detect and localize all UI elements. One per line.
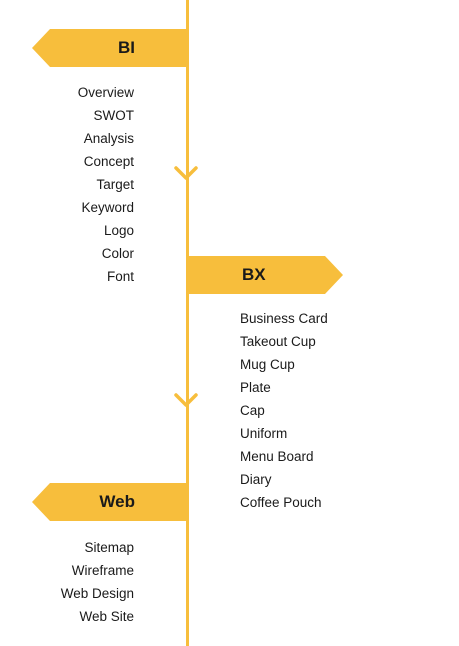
section-banner-bi[interactable]: BI bbox=[32, 29, 188, 67]
timeline-line bbox=[186, 0, 189, 646]
section-title-bi: BI bbox=[118, 38, 135, 57]
chevron-down-icon bbox=[174, 166, 198, 180]
list-item[interactable]: Menu Board bbox=[240, 449, 314, 464]
chevron-down-icon bbox=[174, 393, 198, 407]
list-item[interactable]: Analysis bbox=[83, 131, 134, 146]
list-item[interactable]: Takeout Cup bbox=[240, 334, 316, 349]
list-item[interactable]: Diary bbox=[240, 472, 272, 487]
list-item[interactable]: Target bbox=[96, 177, 134, 192]
section-list-bi: Overview SWOT Analysis Concept Target Ke… bbox=[78, 81, 134, 288]
section-banner-bx[interactable]: BX bbox=[187, 256, 343, 294]
list-item[interactable]: Font bbox=[106, 269, 134, 284]
section-list-web: Sitemap Wireframe Web Design Web Site bbox=[61, 536, 134, 628]
list-item[interactable]: Web Design bbox=[60, 586, 134, 601]
list-item[interactable]: Uniform bbox=[240, 426, 288, 441]
list-item[interactable]: Sitemap bbox=[84, 540, 134, 555]
list-item[interactable]: Overview bbox=[77, 85, 134, 100]
section-banner-web[interactable]: Web bbox=[32, 483, 188, 521]
list-item[interactable]: Coffee Pouch bbox=[240, 495, 322, 510]
list-item[interactable]: Web Site bbox=[79, 609, 134, 624]
list-item[interactable]: Plate bbox=[240, 380, 271, 395]
list-item[interactable]: Concept bbox=[83, 154, 134, 169]
section-title-web: Web bbox=[99, 492, 135, 511]
list-item[interactable]: Cap bbox=[240, 403, 265, 418]
list-item[interactable]: Color bbox=[101, 246, 134, 261]
section-list-bx: Business Card Takeout Cup Mug Cup Plate … bbox=[240, 307, 328, 514]
list-item[interactable]: Business Card bbox=[240, 311, 328, 326]
list-item[interactable]: Keyword bbox=[81, 200, 134, 215]
section-title-bx: BX bbox=[242, 265, 266, 284]
list-item[interactable]: SWOT bbox=[93, 108, 135, 123]
list-item[interactable]: Logo bbox=[103, 223, 134, 238]
list-item[interactable]: Mug Cup bbox=[240, 357, 295, 372]
list-item[interactable]: Wireframe bbox=[71, 563, 134, 578]
